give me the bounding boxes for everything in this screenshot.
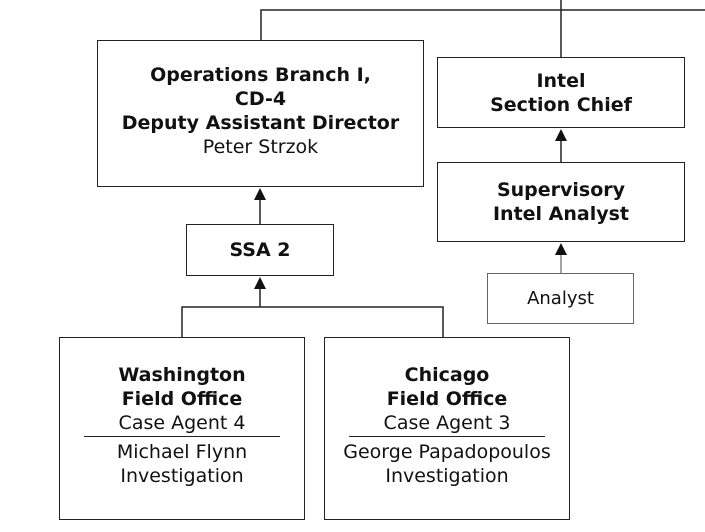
cfo-title-line-1: Chicago: [404, 364, 490, 386]
washington-field-office-node: Washington Field Office Case Agent 4 Mic…: [59, 337, 305, 520]
field-offices-bracket-line: [181, 306, 444, 337]
ssa2-node: SSA 2: [186, 224, 334, 276]
arrow-into-intel-chief: [555, 129, 567, 141]
intel-title-line-2: Section Chief: [490, 93, 632, 116]
ops-branch-node: Operations Branch I, CD-4 Deputy Assista…: [97, 40, 424, 187]
supervisory-intel-analyst-node: Supervisory Intel Analyst: [437, 162, 685, 242]
cfo-case-line-2: Investigation: [385, 465, 509, 487]
ops-person-name: Peter Strzok: [202, 136, 319, 158]
cfo-case-line-1: George Papadopoulos: [343, 441, 551, 463]
wfo-case-line-2: Investigation: [120, 465, 244, 487]
ops-title-line-2: CD-4: [234, 88, 287, 110]
wfo-title-line-1: Washington: [118, 364, 246, 386]
arrow-into-ops: [254, 188, 266, 200]
arrow-into-supervisory: [555, 243, 567, 255]
sup-title-line-1: Supervisory: [496, 179, 626, 201]
wfo-title-line-2: Field Office: [121, 388, 243, 410]
analyst-node: Analyst: [487, 273, 634, 324]
wfo-case-line-1: Michael Flynn: [116, 441, 248, 463]
sup-title-line-2: Intel Analyst: [492, 203, 630, 225]
arrow-into-ssa: [254, 277, 266, 289]
wfo-divider: [84, 436, 280, 437]
cfo-agent: Case Agent 3: [383, 412, 511, 434]
ops-title-line-3: Deputy Assistant Director: [121, 112, 400, 134]
intel-section-chief-node: Intel Section Chief: [437, 57, 685, 128]
chicago-field-office-node: Chicago Field Office Case Agent 3 George…: [324, 337, 570, 520]
ops-title-line-1: Operations Branch I,: [150, 64, 371, 86]
cfo-divider: [349, 436, 545, 437]
cfo-title-line-2: Field Office: [386, 388, 508, 410]
intel-title-line-1: Intel: [536, 69, 586, 92]
top-bracket-line: [260, 9, 705, 40]
ssa2-label: SSA 2: [229, 239, 291, 261]
wfo-agent: Case Agent 4: [118, 412, 246, 434]
analyst-label: Analyst: [527, 287, 594, 309]
